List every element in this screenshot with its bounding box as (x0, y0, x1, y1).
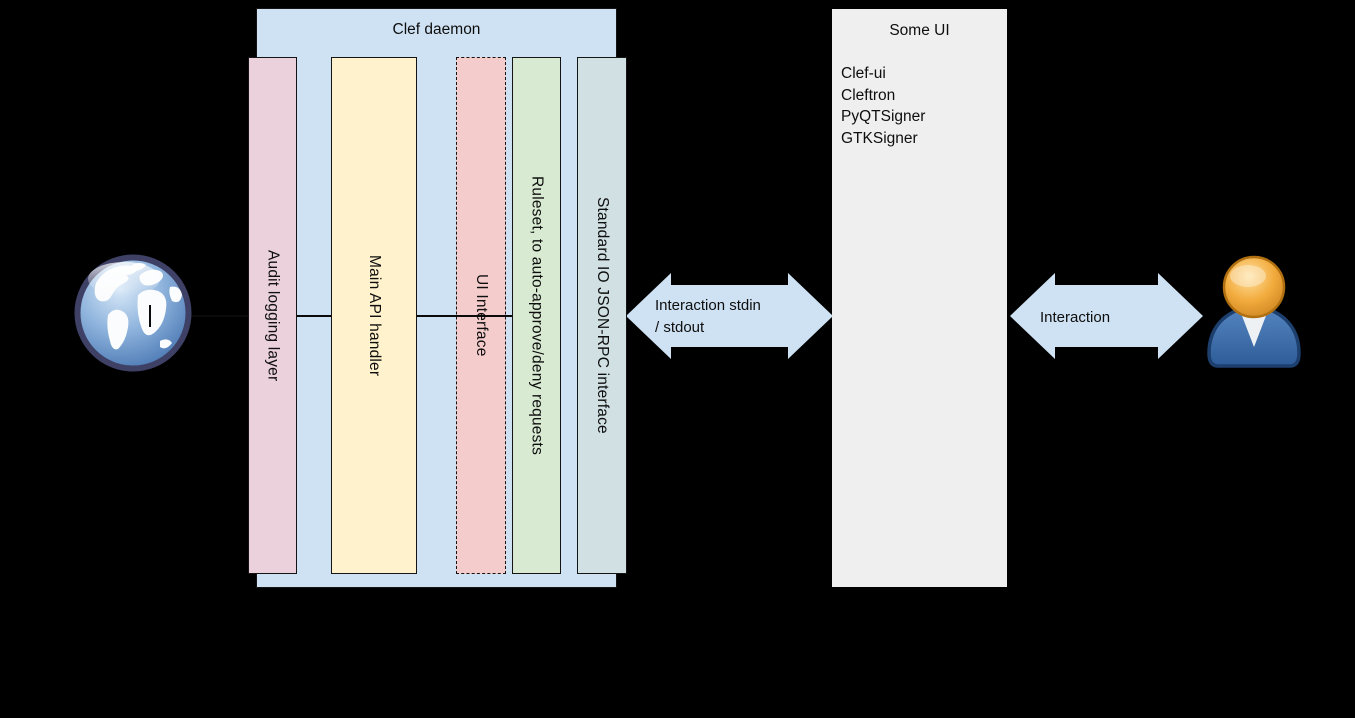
layer-label-stdio-jsonrpc: Standard IO JSON-RPC interface (594, 197, 611, 434)
stdio-arrow-label-line2: / stdout (655, 318, 705, 336)
some-ui-box (832, 9, 1007, 587)
stdio-arrow-label-line1: Interaction stdin (655, 297, 761, 314)
some-ui-list: Clef-ui Cleftron PyQTSigner GTKSigner (841, 63, 1001, 149)
layer-label-main-api-handler: Main API handler (366, 254, 383, 377)
globe-icon (74, 254, 192, 372)
layer-bar-stdio-jsonrpc: Standard IO JSON-RPC interface (577, 57, 627, 574)
some-ui-item-gtksigner: GTKSigner (841, 129, 918, 147)
layer-bar-ruleset: Ruleset, to auto-approve/deny requests (512, 57, 561, 574)
layer-bar-main-api-handler: Main API handler (331, 57, 417, 574)
some-ui-title: Some UI (889, 22, 950, 39)
layer-label-ruleset: Ruleset, to auto-approve/deny requests (528, 175, 546, 456)
clef-daemon-title: Clef daemon (392, 21, 481, 38)
layer-label-audit-logging: Audit logging layer (264, 249, 282, 382)
connector-line-endpoint (149, 305, 151, 327)
some-ui-item-clef-ui: Clef-ui (841, 65, 886, 82)
layer-bar-audit-logging: Audit logging layer (248, 57, 297, 574)
stdio-interaction-arrow (626, 273, 833, 359)
stdio-arrow-label: Interaction stdin / stdout (655, 295, 761, 338)
some-ui-item-pyqtsigner: PyQTSigner (841, 108, 926, 125)
clef-daemon-box (256, 8, 617, 588)
some-ui-item-cleftron: Cleftron (841, 86, 896, 104)
user-arrow-label: Interaction (1040, 309, 1111, 326)
user-interaction-arrow (1010, 273, 1203, 359)
user-icon (1207, 255, 1301, 368)
